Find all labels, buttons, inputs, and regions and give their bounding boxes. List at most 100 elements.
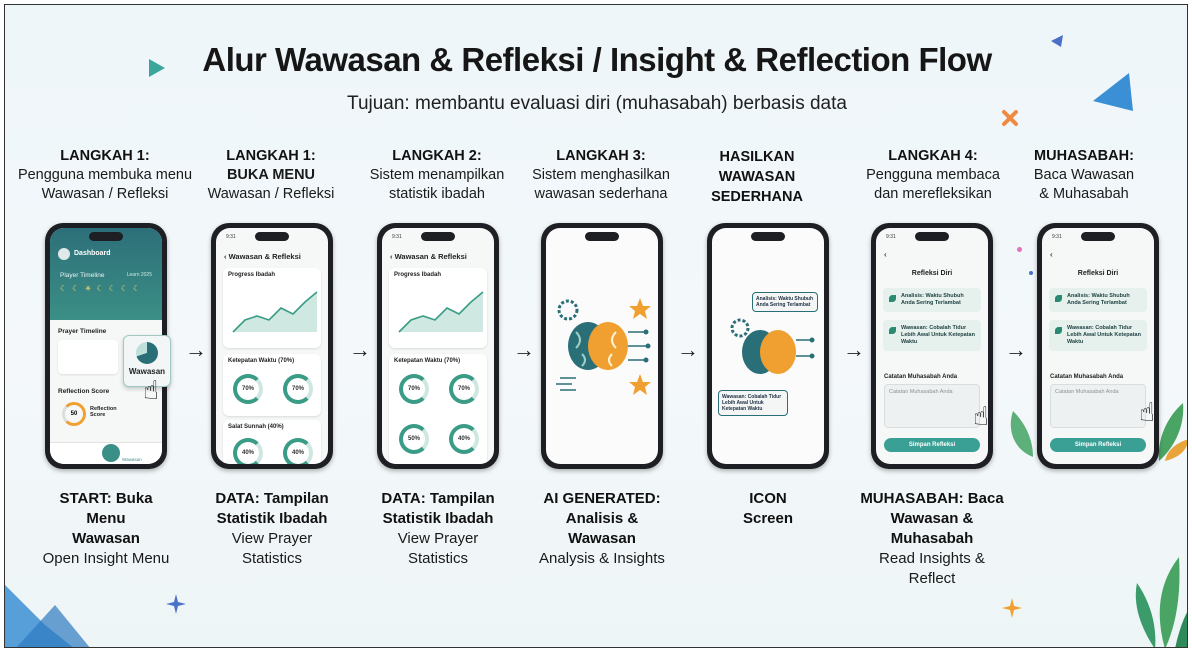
flow-arrow-6: → bbox=[1005, 337, 1027, 362]
play-triangle-deco bbox=[149, 59, 165, 77]
step-2-desc: Wawasan / Refleksi bbox=[207, 186, 335, 202]
hand-pointer-icon: ☝ bbox=[1139, 397, 1155, 427]
reflection-score-title: Reflection Score bbox=[58, 388, 110, 395]
caption-4: AI GENERATED: Analisis & Wawasan Analysi… bbox=[517, 489, 687, 569]
status-time: 9:31 bbox=[226, 234, 236, 240]
punctuality-title: Ketepatan Waktu (70%) bbox=[394, 358, 461, 364]
pie-icon bbox=[136, 342, 158, 364]
nav-wawasan-label: Wawasan bbox=[122, 457, 142, 462]
step-6-label: LANGKAH 4: bbox=[888, 148, 978, 164]
step-5-label: HASILKAN WAWASAN SEDERHANA bbox=[711, 149, 803, 205]
flow-arrow-2: → bbox=[349, 337, 371, 362]
sparkle-deco bbox=[166, 594, 186, 614]
progress-card: Progress Ibadah bbox=[223, 268, 321, 348]
save-reflection-button[interactable]: Simpan Refleksi bbox=[884, 438, 980, 452]
stats-header: ‹ Wawasan & Refleksi bbox=[390, 252, 486, 261]
ring-70-a: 70% bbox=[233, 374, 263, 404]
brain-insight-illustration bbox=[730, 318, 815, 374]
back-icon[interactable]: ‹ bbox=[224, 252, 229, 261]
nav-wawasan-tab[interactable] bbox=[102, 444, 120, 462]
caption-6: MUHASABAH: Baca Wawasan & Muhasabah Read… bbox=[847, 489, 1017, 589]
flow-arrow-5: → bbox=[843, 337, 865, 362]
punctuality-card: Ketepatan Waktu (70%) 70% 70% bbox=[223, 354, 321, 416]
flow-arrow-3: → bbox=[513, 337, 535, 362]
reflection-screen-2: 9:31 ‹ Refleksi Diri Analisis: Waktu Shu… bbox=[1042, 228, 1154, 464]
stats-header-title: Wawasan & Refleksi bbox=[228, 252, 301, 261]
diagram-frame: Alur Wawasan & Refleksi / Insight & Refl… bbox=[4, 4, 1188, 648]
progress-card: Progress Ibadah bbox=[389, 268, 487, 348]
progress-line-chart bbox=[232, 291, 318, 333]
ring-40-a: 40% bbox=[233, 438, 263, 464]
insight-bubble-top: Analisis: Waktu Shubuh Anda Sering Terla… bbox=[752, 292, 818, 312]
step-3-desc: Sistem menampilkan statistik ibadah bbox=[369, 167, 505, 202]
punctuality-card: Ketepatan Waktu (70%) 70% 70% 50% 40% bbox=[389, 354, 487, 464]
phone-insight-icon: Analisis: Waktu Shubuh Anda Sering Terla… bbox=[707, 223, 829, 469]
insight-card-analysis: Analisis: Waktu Shubuh Anda Sering Terla… bbox=[883, 288, 981, 312]
save-reflection-button[interactable]: Simpan Refleksi bbox=[1050, 438, 1146, 452]
caption-5: ICON Screen bbox=[683, 489, 853, 529]
back-icon[interactable]: ‹ bbox=[390, 252, 395, 261]
step-2-label: LANGKAH 1: bbox=[226, 148, 316, 164]
ai-screen bbox=[546, 228, 658, 464]
sunnah-card: Salat Sunnah (40%) 40% 40% bbox=[223, 420, 321, 464]
score-ring: 50 bbox=[62, 402, 86, 426]
ring-40-b: 40% bbox=[283, 438, 313, 464]
dashboard-screen: Dashboard Player Timeline Learn 2025 ☾☾☀… bbox=[50, 228, 162, 464]
phone-reflection-1: 9:31 ‹ Refleksi Diri Analisis: Waktu Shu… bbox=[871, 223, 993, 469]
step-7-label: MUHASABAH: bbox=[1034, 148, 1134, 164]
corner-leaf-deco bbox=[5, 585, 90, 647]
phone-notch bbox=[585, 232, 619, 241]
back-icon[interactable]: ‹ bbox=[1050, 250, 1053, 259]
phone-reflection-2: 9:31 ‹ Refleksi Diri Analisis: Waktu Shu… bbox=[1037, 223, 1159, 469]
caption-1-desc: Open Insight Menu bbox=[42, 550, 170, 567]
dashboard-hero bbox=[50, 228, 162, 320]
plant-leaves-deco bbox=[1135, 557, 1187, 647]
wawasan-popup[interactable]: Wawasan bbox=[123, 335, 171, 387]
phone-notch bbox=[751, 232, 785, 241]
notes-textarea[interactable]: Catatan Muhasabah Anda bbox=[884, 384, 980, 428]
step-6-header: LANGKAH 4: Pengguna membaca dan mereflek… bbox=[851, 147, 1015, 204]
caption-3-desc: View Prayer Statistics bbox=[397, 530, 479, 567]
side-leaves-deco-2 bbox=[1158, 403, 1187, 461]
blue-dot-deco bbox=[1029, 271, 1033, 275]
brain-gears-illustration bbox=[556, 298, 651, 395]
caption-2: DATA: Tampilan Statistik Ibadah View Pra… bbox=[187, 489, 357, 569]
insight-text: Wawasan: Cobalah Tidur Lebih Awal Untuk … bbox=[901, 325, 975, 345]
ring-70-b: 70% bbox=[449, 374, 479, 404]
leaf-icon bbox=[889, 327, 896, 334]
phone-stats-1: 9:31 ‹ Wawasan & Refleksi Progress Ibada… bbox=[211, 223, 333, 469]
step-1-label: LANGKAH 1: bbox=[60, 148, 150, 164]
insight-card-wawasan: Wawasan: Cobalah Tidur Lebih Awal Untuk … bbox=[883, 320, 981, 351]
orange-cross-deco bbox=[1002, 110, 1018, 126]
caption-3: DATA: Tampilan Statistik Ibadah View Pra… bbox=[353, 489, 523, 569]
status-time: 9:31 bbox=[1052, 234, 1062, 240]
step-1-header: LANGKAH 1: Pengguna membuka menu Wawasan… bbox=[18, 147, 192, 204]
insight-text: Wawasan: Cobalah Tidur Lebih Awal Untuk … bbox=[1067, 325, 1141, 345]
back-icon[interactable]: ‹ bbox=[884, 250, 887, 259]
hand-pointer-icon: ☝ bbox=[973, 401, 989, 431]
timeline-title: Player Timeline bbox=[60, 272, 105, 279]
step-4-header: LANGKAH 3: Sistem menghasilkan wawasan s… bbox=[519, 147, 683, 204]
step-6-desc: Pengguna membaca dan merefleksikan bbox=[866, 167, 1000, 202]
reflection-title: Refleksi Diri bbox=[1077, 270, 1119, 277]
notes-textarea[interactable]: Catatan Muhasabah Anda bbox=[1050, 384, 1146, 428]
notes-title: Catatan Muhasabah Anda bbox=[884, 374, 958, 380]
leaf-icon bbox=[889, 295, 896, 302]
insight-card-analysis: Analisis: Waktu Shubuh Anda Sering Terla… bbox=[1049, 288, 1147, 312]
status-time: 9:31 bbox=[886, 234, 896, 240]
step-4-label: LANGKAH 3: bbox=[556, 148, 646, 164]
moon-icons-row: ☾☾☀☾☾☾☾ bbox=[60, 284, 146, 293]
diagram-title: Alur Wawasan & Refleksi / Insight & Refl… bbox=[202, 41, 992, 78]
hand-pointer-icon: ☝ bbox=[143, 375, 159, 405]
progress-title: Progress Ibadah bbox=[394, 272, 442, 278]
stats-screen-2: 9:31 ‹ Wawasan & Refleksi Progress Ibada… bbox=[382, 228, 494, 464]
caption-1-label: START: Buka Menu Wawasan bbox=[59, 490, 153, 547]
reflection-title: Refleksi Diri bbox=[911, 270, 953, 277]
timeline-subtitle: Learn 2025 bbox=[126, 272, 152, 278]
reflection-screen-1: 9:31 ‹ Refleksi Diri Analisis: Waktu Shu… bbox=[876, 228, 988, 464]
progress-title: Progress Ibadah bbox=[228, 272, 276, 278]
avatar[interactable] bbox=[58, 248, 70, 260]
status-time: 9:31 bbox=[392, 234, 402, 240]
stats-screen-1: 9:31 ‹ Wawasan & Refleksi Progress Ibada… bbox=[216, 228, 328, 464]
sunnah-title: Salat Sunnah (40%) bbox=[228, 424, 284, 430]
